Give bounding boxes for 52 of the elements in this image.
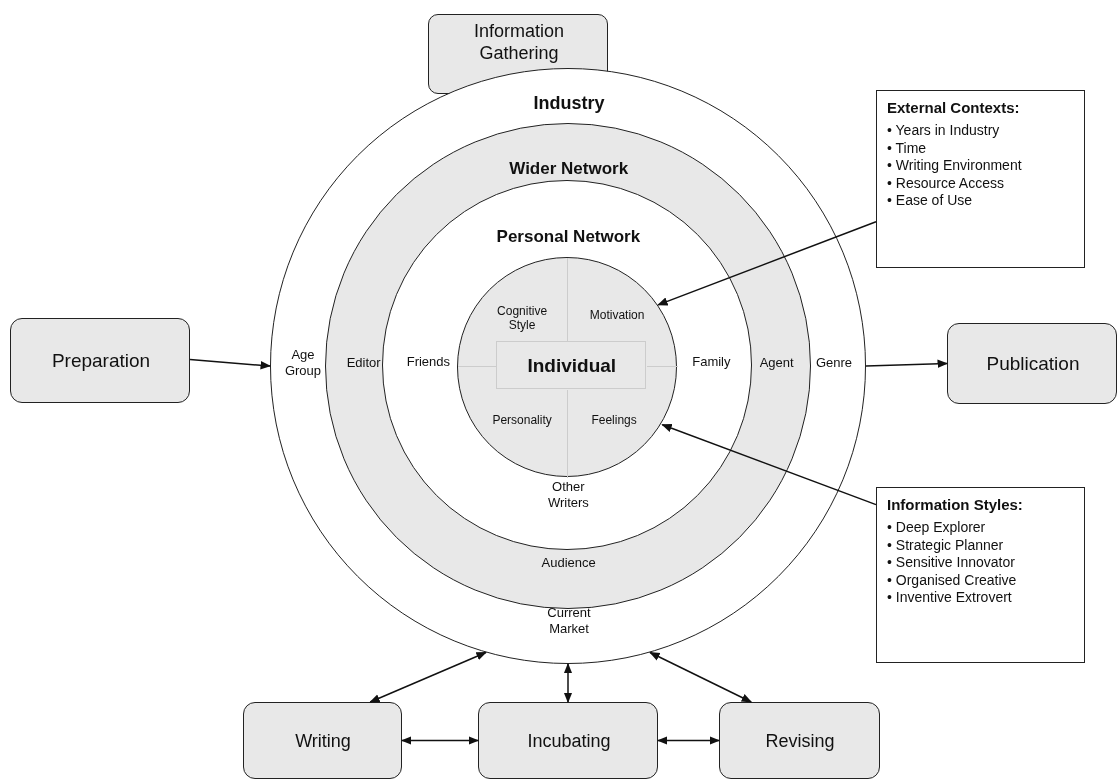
quadrant-label: Cognitive Style	[496, 303, 549, 333]
ring-title: Industry	[533, 93, 605, 115]
note-box	[876, 487, 1085, 663]
ring-label: Family	[692, 354, 731, 371]
arrow	[661, 423, 877, 506]
list-item: • Time	[887, 139, 928, 157]
note-box	[876, 90, 1085, 268]
ring-label: Audience	[541, 554, 596, 571]
process-box	[10, 318, 190, 403]
arrow	[189, 358, 272, 370]
center-box	[495, 340, 646, 389]
list-item: • Writing Environment	[887, 157, 1023, 175]
box-label: Preparation	[51, 349, 151, 373]
list-item: • Strategic Planner	[887, 536, 1005, 554]
ring-label: Friends	[406, 354, 451, 371]
arrow	[649, 651, 753, 703]
ring-label: Age Group	[283, 347, 323, 379]
ring-title: Personal Network	[496, 227, 641, 248]
quadrant-label: Feelings	[591, 412, 637, 428]
ring-label: Editor	[346, 354, 381, 371]
list-item: • Years in Industry	[887, 122, 1001, 140]
list-item: • Resource Access	[887, 174, 1005, 192]
ring-title: Wider Network	[509, 158, 629, 179]
arrow	[865, 359, 949, 368]
box-heading: Information Styles:	[887, 496, 1024, 513]
box-label: Revising	[765, 731, 835, 753]
box-label: Writing	[295, 731, 351, 753]
arrow	[369, 651, 487, 703]
list-item: • Inventive Extrovert	[887, 589, 1013, 607]
list-item: • Sensitive Innovator	[887, 554, 1016, 572]
process-box	[478, 702, 658, 779]
arrow	[400, 736, 480, 745]
quadrant-label: Motivation	[589, 307, 645, 323]
box-label: Information Gathering	[472, 21, 565, 65]
box-label: Publication	[986, 352, 1080, 376]
list-item: • Organised Creative	[887, 571, 1018, 589]
list-item: • Deep Explorer	[887, 519, 987, 537]
quadrant-label: Personality	[492, 412, 552, 428]
box-heading: External Contexts:	[887, 99, 1021, 116]
ring-label: Other Writers	[546, 479, 590, 511]
ring-label: Genre	[815, 355, 853, 371]
process-box	[719, 702, 880, 779]
ring-title: Individual	[527, 354, 617, 378]
ring-label: Current Market	[546, 605, 592, 637]
ring-label: Agent	[759, 354, 794, 371]
arrow	[656, 736, 721, 745]
box-label: Incubating	[527, 731, 611, 753]
process-box	[947, 323, 1117, 404]
arrow	[657, 220, 877, 306]
list-item: • Ease of Use	[887, 192, 974, 210]
process-box	[243, 702, 402, 779]
arrow	[563, 662, 573, 704]
